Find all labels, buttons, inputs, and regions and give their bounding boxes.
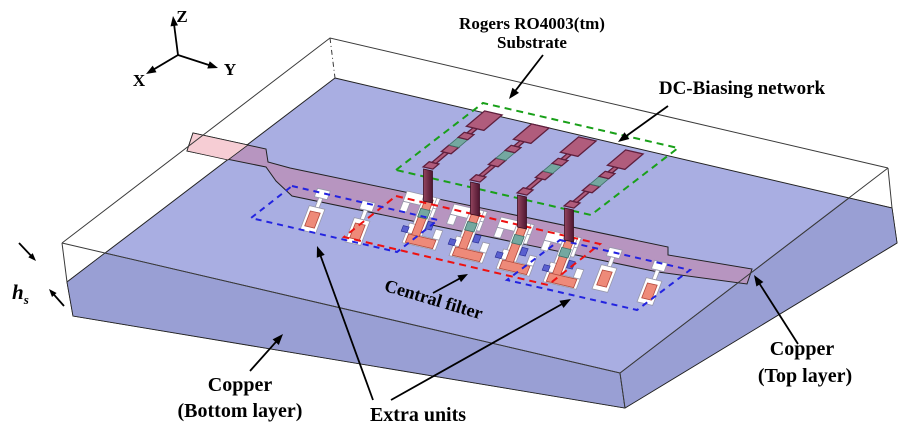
copper-bottom-arrow-head (272, 334, 283, 345)
capacitor-component (519, 246, 529, 257)
dc-bias-line-1 (421, 110, 504, 204)
substrate-back-vertical-edge (329, 37, 336, 79)
slot-top-foot-left (493, 226, 505, 239)
hs-dimension-arrow-top (18, 242, 34, 259)
via-ribbon (564, 207, 574, 243)
extra-unit-4 (636, 259, 668, 306)
bottom-patch (451, 246, 484, 263)
extra-units-outline-left (248, 184, 441, 254)
extra-units-arrow-right (390, 301, 566, 401)
dc-biasing-arrow (622, 105, 669, 139)
axis-x-arrow-head (146, 65, 157, 74)
extra-unit-2 (344, 199, 376, 246)
varactor-component (558, 246, 572, 259)
copper-top-arrow (756, 280, 799, 345)
axis-triad: Z X Y (133, 7, 236, 90)
capacitor-component (472, 233, 482, 244)
copper-bottom-label-line1: Copper (208, 374, 273, 396)
copper-bottom-layer (66, 77, 898, 409)
extra-units-arrow-left (318, 251, 374, 401)
copper-top-arrow-head (754, 275, 764, 287)
axis-x-arrow (150, 54, 179, 72)
bias-top-pad (558, 136, 598, 158)
slot-top-foot-left (446, 213, 458, 226)
substrate-right-vertical-edge (887, 167, 893, 209)
axis-y-arrow-head (207, 61, 218, 69)
dc-biasing-label: DC-Biasing network (659, 78, 826, 99)
varactor-component (464, 220, 478, 233)
dc-bias-line-3 (515, 136, 598, 230)
dc-bias-line-2 (468, 123, 551, 217)
axis-z-arrow-head (170, 16, 178, 27)
copper-bottom-label-line2: (Bottom layer) (178, 400, 303, 422)
substrate-label-line1: Rogers RO4003(tm) (459, 14, 605, 33)
hs-dimension-arrow-top-head (28, 253, 36, 261)
substrate-top-edge-right (619, 167, 889, 374)
extra-slot-pad (650, 259, 668, 273)
copper-top-label-line2: (Top layer) (758, 365, 852, 387)
substrate-arrow-head (509, 87, 519, 99)
via-ribbon (517, 194, 527, 230)
hs-dimension-arrow-bottom-head (49, 289, 57, 297)
extra-units-arrow-right-head (559, 299, 571, 308)
bottom-patch (545, 272, 578, 289)
slot-bottom-foot-right (572, 267, 585, 280)
capacitor-component (541, 264, 551, 272)
axis-z-label: Z (176, 7, 187, 26)
bottom-patch (404, 233, 437, 250)
capacitor-component (400, 225, 410, 233)
dc-bias-network (421, 110, 645, 243)
central-filter-arrow-head (457, 274, 468, 283)
central-filter-arrow (432, 276, 464, 294)
extra-tuning-patch (641, 282, 658, 301)
annotation-arrows (18, 16, 799, 401)
axis-x-label: X (133, 71, 146, 90)
substrate-front-vertical-edge (619, 372, 626, 409)
microstrip-line-end (186, 132, 249, 161)
substrate-height-label: hs (12, 280, 29, 307)
substrate-arrow (512, 54, 544, 95)
extra-units-arrow-left-head (316, 246, 325, 258)
bottom-patch (498, 259, 531, 276)
copper-bottom-arrow (249, 338, 280, 372)
capacitor-component (494, 251, 504, 259)
slot-top-foot-left (399, 200, 411, 213)
bias-top-pad (605, 149, 645, 171)
extra-unit-1 (299, 187, 331, 234)
extra-tuning-patch (596, 269, 613, 288)
capacitor-component (447, 238, 457, 246)
extra-slot-pad (358, 199, 376, 213)
central-filter-outline (341, 194, 603, 287)
extra-units-label: Extra units (370, 404, 466, 426)
bias-top-pad (464, 110, 504, 132)
slot-bottom-foot-right (478, 241, 491, 254)
dc-biasing-arrow-head (618, 132, 630, 142)
axis-y-arrow (177, 54, 213, 68)
axis-y-label: Y (224, 60, 236, 79)
substrate-wireframe (61, 37, 893, 409)
varactor-component (511, 233, 525, 246)
dc-bias-line-4 (562, 149, 645, 243)
substrate-left-vertical-edge (61, 242, 68, 283)
central-filter-unit-4 (540, 229, 585, 290)
capacitor-component (566, 259, 576, 270)
extra-tuning-patch (304, 210, 321, 229)
via-ribbon (423, 168, 433, 204)
bias-top-pad (511, 123, 551, 145)
substrate-label-line2: Substrate (497, 33, 567, 52)
extra-units-outline-right (504, 238, 693, 312)
axis-z-arrow (172, 21, 179, 56)
slot-bottom-foot-right (431, 228, 444, 241)
via-ribbon (470, 181, 480, 217)
copper-top-label-line1: Copper (770, 338, 835, 360)
substrate-top-edge-front (61, 242, 621, 374)
